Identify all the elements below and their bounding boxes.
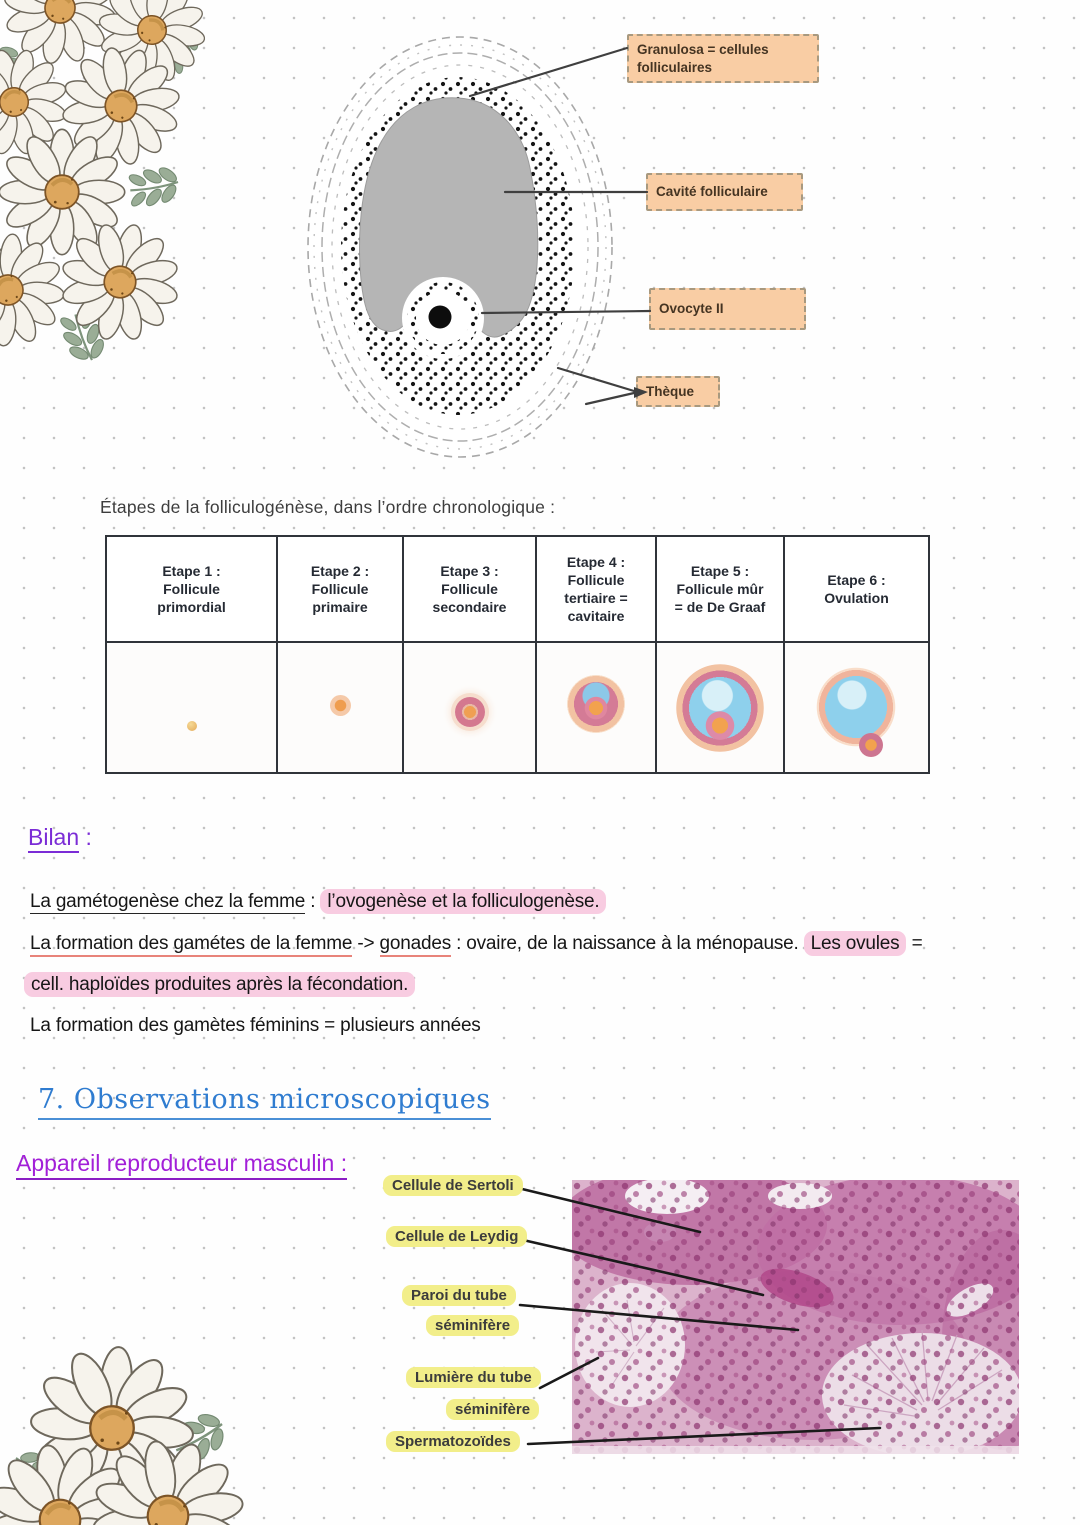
label-cavite-text: Cavité folliculaire: [656, 184, 768, 200]
histology-label-lumiere-line1: Lumière du tube: [406, 1367, 541, 1388]
folliculogenesis-table: Etape 1 : Follicule primordial Etape 2 :…: [105, 535, 930, 774]
section7-subheading-text: Appareil reproducteur masculin :: [16, 1150, 348, 1180]
section7-heading: 7. Observations microscopiques: [38, 1084, 491, 1120]
follicle-secondaire-illustration: [454, 696, 485, 727]
bilan-line-2: La formation des gamétes de la femme -> …: [30, 931, 923, 957]
ovulation-illustration: [813, 666, 901, 759]
table-header-row: Etape 1 : Follicule primordial Etape 2 :…: [105, 535, 930, 643]
bilan-line-1: La gamétogenèse chez la femme : l’ovogen…: [30, 889, 607, 914]
theque-arrowhead: [634, 387, 648, 398]
col-etape4: Etape 4 : Follicule tertiaire = cavitair…: [535, 535, 657, 643]
histology-label-paroi-line1: Paroi du tube: [402, 1285, 516, 1306]
col-etape2: Etape 2 : Follicule primaire: [276, 535, 404, 643]
testis-micrograph: [572, 1180, 1019, 1454]
section7-subheading: Appareil reproducteur masculin :: [16, 1150, 348, 1180]
daisy-bouquet-bottom: [0, 1340, 265, 1525]
line2-rest: : ovaire, de la naissance à la ménopause…: [451, 933, 804, 954]
follicle-primordial-illustration: [186, 720, 197, 731]
table-image-row: [105, 641, 930, 774]
follicle-diagram: [307, 36, 652, 458]
section7-heading-text: 7. Observations microscopiques: [38, 1084, 491, 1120]
table-title: Étapes de la folliculogénèse, dans l’ord…: [100, 497, 556, 517]
bilan-heading-colon: :: [79, 824, 92, 850]
label-ovocyte-text: Ovocyte II: [659, 301, 724, 317]
bilan-line-4: La formation des gamètes féminins = plus…: [30, 1015, 481, 1037]
theque-line-1: [556, 366, 636, 393]
label-granulosa-text: Granulosa = cellules folliculaires: [637, 42, 769, 75]
bilan-heading-text: Bilan: [28, 824, 80, 853]
histology-label-leydig: Cellule de Leydig: [386, 1226, 528, 1247]
theque-line-2: [584, 391, 636, 406]
follicle-primaire-illustration: [329, 695, 351, 716]
line3-highlight: cell. haploïdes produites après la fécon…: [24, 972, 416, 997]
follicle-mur-illustration: [676, 663, 764, 752]
histology-label-lumiere-line2: séminifère: [446, 1399, 540, 1420]
label-theque-text: Thèque: [646, 383, 695, 399]
follicle-tertiaire-illustration: [567, 674, 625, 733]
histology-label-paroi-line2: séminifère: [426, 1315, 520, 1336]
col-etape6: Etape 6 : Ovulation: [783, 535, 930, 643]
line2-red-underlined: La formation des gamétes de la femme: [30, 933, 353, 957]
line2-gonades: gonades: [379, 933, 451, 957]
col-etape5: Etape 5 : Follicule mûr = de De Graaf: [655, 535, 785, 643]
label-theque: Thèque: [636, 376, 720, 407]
histology-label-sertoli: Cellule de Sertoli: [383, 1175, 523, 1196]
line2-equals: =: [906, 933, 923, 954]
label-cavite: Cavité folliculaire: [646, 173, 803, 211]
line1-sep: :: [305, 891, 321, 912]
granulosa-line: [468, 46, 629, 98]
line1-underlined: La gamétogenèse chez la femme: [30, 891, 306, 914]
bilan-line-3: cell. haploïdes produites après la fécon…: [24, 972, 416, 997]
col-etape1: Etape 1 : Follicule primordial: [105, 535, 278, 643]
line1-highlight: l’ovogenèse et la folliculogenèse.: [320, 889, 607, 914]
label-ovocyte: Ovocyte II: [649, 288, 806, 330]
line2-highlight: Les ovules: [803, 931, 907, 956]
label-granulosa: Granulosa = cellules folliculaires: [627, 34, 819, 84]
histology-label-spermatozoides: Spermatozoïdes: [386, 1431, 520, 1452]
ovocyte-line: [480, 309, 652, 315]
daisy-bouquet-top: [0, 0, 229, 370]
line2-arrow: ->: [352, 933, 380, 954]
bilan-heading: Bilan :: [28, 824, 92, 853]
line4-text: La formation des gamètes féminins = plus…: [30, 1015, 481, 1036]
col-etape3: Etape 3 : Follicule secondaire: [402, 535, 537, 643]
